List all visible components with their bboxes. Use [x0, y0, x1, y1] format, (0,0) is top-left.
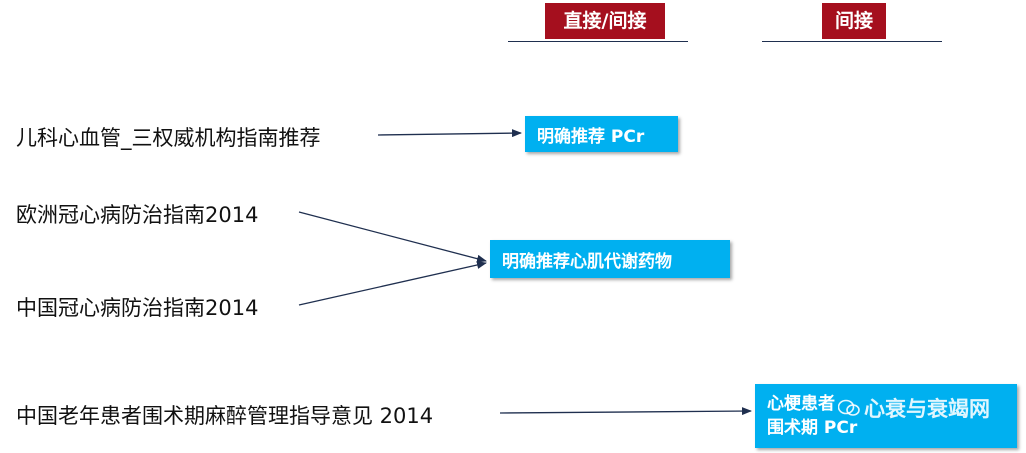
source-cn-elderly-guideline: 中国老年患者围术期麻醉管理指导意见 2014 — [16, 404, 434, 428]
target-mi-line2: 围术期 PCr — [767, 418, 858, 438]
target-pcr-label: 明确推荐 PCr — [537, 126, 645, 147]
source-pediatric-guideline: 儿科心血管_三权威机构指南推荐 — [16, 126, 321, 150]
target-metabolic-label: 明确推荐心肌代谢药物 — [502, 251, 672, 272]
watermark: 心衰与衰竭网 — [838, 393, 990, 423]
header-indirect: 间接 — [822, 3, 886, 39]
target-mi-perioperative-pcr: 心梗患者 围术期 PCr — [755, 384, 1017, 448]
arrow-elderly-to-mi — [499, 407, 752, 416]
target-pcr-recommendation: 明确推荐 PCr — [525, 116, 678, 152]
watermark-text: 心衰与衰竭网 — [864, 397, 990, 421]
source-cn-chd-guideline: 中国冠心病防治指南2014 — [16, 296, 259, 320]
header-direct-indirect-underline — [508, 41, 688, 42]
target-mi-line1: 心梗患者 — [767, 394, 835, 414]
header-indirect-underline — [762, 41, 942, 42]
arrow-eu-to-metabolic — [298, 211, 487, 263]
arrow-cn-to-metabolic — [298, 261, 487, 306]
source-eu-chd-guideline: 欧洲冠心病防治指南2014 — [16, 203, 259, 227]
arrow-pediatric-to-pcr — [377, 129, 522, 138]
wechat-logo-icon — [838, 399, 860, 416]
header-direct-indirect: 直接/间接 — [545, 3, 665, 39]
target-metabolic-drug-recommendation: 明确推荐心肌代谢药物 — [490, 240, 730, 278]
